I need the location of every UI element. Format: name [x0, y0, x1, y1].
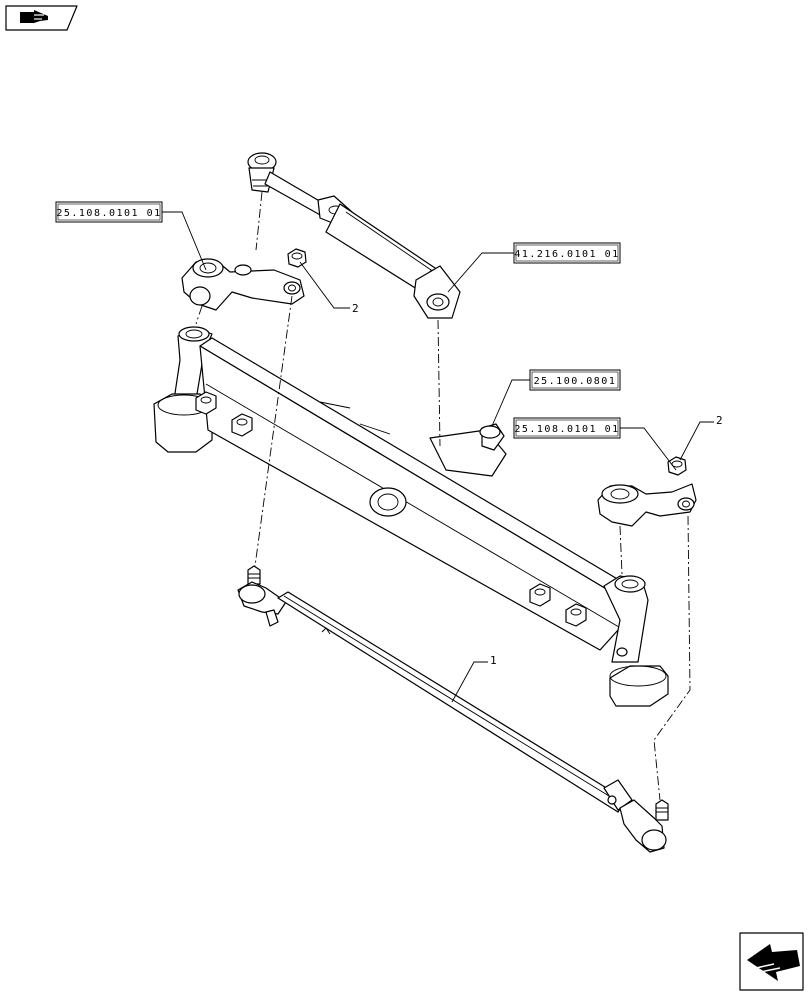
next-page-button[interactable] — [739, 932, 804, 991]
ref-label: 25.108.0101 01 — [56, 208, 161, 219]
ref-box-25-100[interactable]: 25.100.0801 — [529, 369, 621, 391]
nut-right — [667, 456, 687, 476]
steering-arm-left — [181, 258, 305, 311]
arrow-pointing-left-icon — [747, 944, 800, 981]
bolt — [565, 603, 587, 627]
leader-lines — [162, 211, 714, 703]
bolt — [529, 583, 551, 607]
callout-nut-right: 2 — [716, 414, 723, 427]
front-axle-beam — [153, 326, 669, 707]
ref-box-41-216[interactable]: 41.216.0101 01 — [513, 242, 621, 264]
bolt — [231, 413, 253, 437]
ref-label: 41.216.0101 01 — [514, 249, 619, 260]
assembly-lines — [195, 191, 691, 801]
callout-nut-left: 2 — [352, 302, 359, 315]
ref-box-25-108-right[interactable]: 25.108.0101 01 — [513, 417, 621, 439]
steering-arm-right — [597, 483, 697, 527]
bolt — [195, 391, 217, 415]
hand-pointing-right-icon — [20, 10, 48, 23]
ref-label: 25.100.0801 — [534, 376, 617, 387]
prev-page-button[interactable] — [5, 5, 78, 31]
ref-label: 25.108.0101 01 — [514, 424, 619, 435]
nut-left — [287, 248, 307, 268]
callout-tie-rod: 1 — [490, 654, 497, 667]
steering-cylinder — [247, 152, 461, 319]
ref-box-25-108-left[interactable]: 25.108.0101 01 — [55, 201, 163, 223]
